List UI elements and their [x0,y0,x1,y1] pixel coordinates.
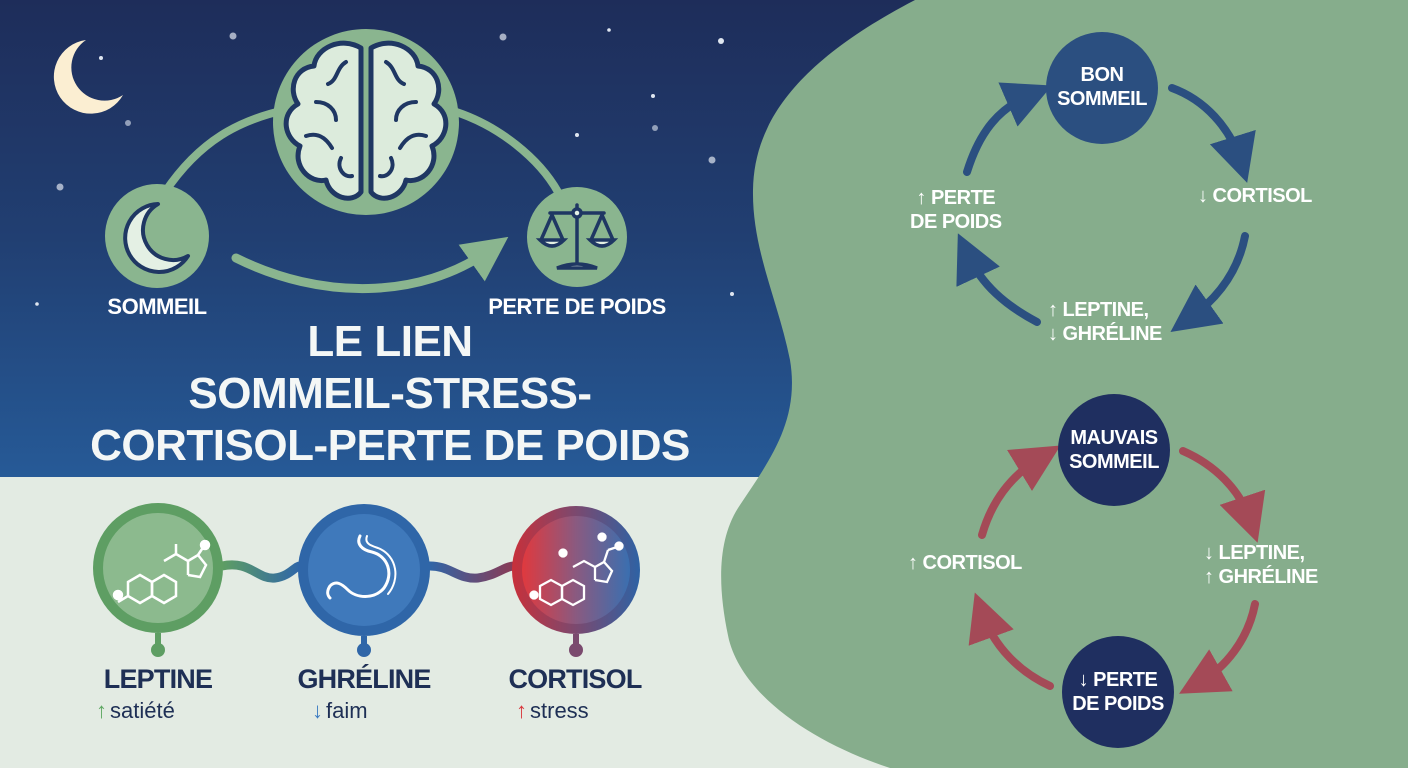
good-cycle-arrows [956,82,1256,332]
molecule-icon [112,539,211,605]
molecule-icon [529,532,624,607]
hormone-name-cortisol: CORTISOL [508,664,642,694]
title-line-3: CORTISOL-PERTE DE POIDS [90,421,690,470]
arrow-up-icon: ↑ [96,698,107,723]
arrow-down-icon: ↓ [312,698,323,723]
leptine-node [93,503,223,657]
bad-step-cortisol: ↑ CORTISOL [908,552,1022,574]
cycles-panel-background [721,0,1408,768]
mauvais-sommeil-label: MAUVAIS SOMMEIL [1069,427,1159,473]
ghreline-node [298,504,430,657]
hormone-effect-cortisol: ↑stress [516,698,589,723]
bon-sommeil-label: BON SOMMEIL [1057,64,1147,110]
hormone-effect-ghreline: ↓faim [312,698,368,723]
moon-icon [123,202,190,274]
title-line-1: LE LIEN [307,317,473,366]
stomach-icon [326,534,391,600]
title-line-2: SOMMEIL-STRESS- [188,369,592,418]
good-step-hormones: ↑ LEPTINE, ↓ GHRÉLINE [1048,299,1162,345]
good-step-cortisol: ↓ CORTISOL [1198,185,1312,207]
brain-icon [283,40,449,201]
stars [35,28,734,306]
perte-poids-circle [1062,636,1174,748]
hormone-name-leptine: LEPTINE [103,664,213,694]
bon-sommeil-circle [1046,32,1158,144]
cortisol-node [512,506,640,657]
hormone-effect-leptine: ↑satiété [96,698,175,723]
mauvais-sommeil-circle [1058,394,1170,506]
page-title: LE LIEN SOMMEIL-STRESS- CORTISOL-PERTE D… [40,316,740,472]
scale-icon [535,203,619,270]
bad-cycle-arrows [968,445,1266,694]
hormone-name-ghreline: GHRÉLINE [297,664,431,694]
good-step-weight-loss: ↑ PERTE DE POIDS [910,187,1002,233]
arrow-up-icon: ↑ [516,698,527,723]
perte-de-poids-label: PERTE DE POIDS [488,294,666,319]
bad-step-weight-loss: ↓ PERTE DE POIDS [1072,669,1164,715]
sommeil-label: SOMMEIL [107,294,207,319]
bad-step-hormones: ↓ LEPTINE, ↑ GHRÉLINE [1204,542,1318,588]
crescent-moon-icon [53,40,124,114]
